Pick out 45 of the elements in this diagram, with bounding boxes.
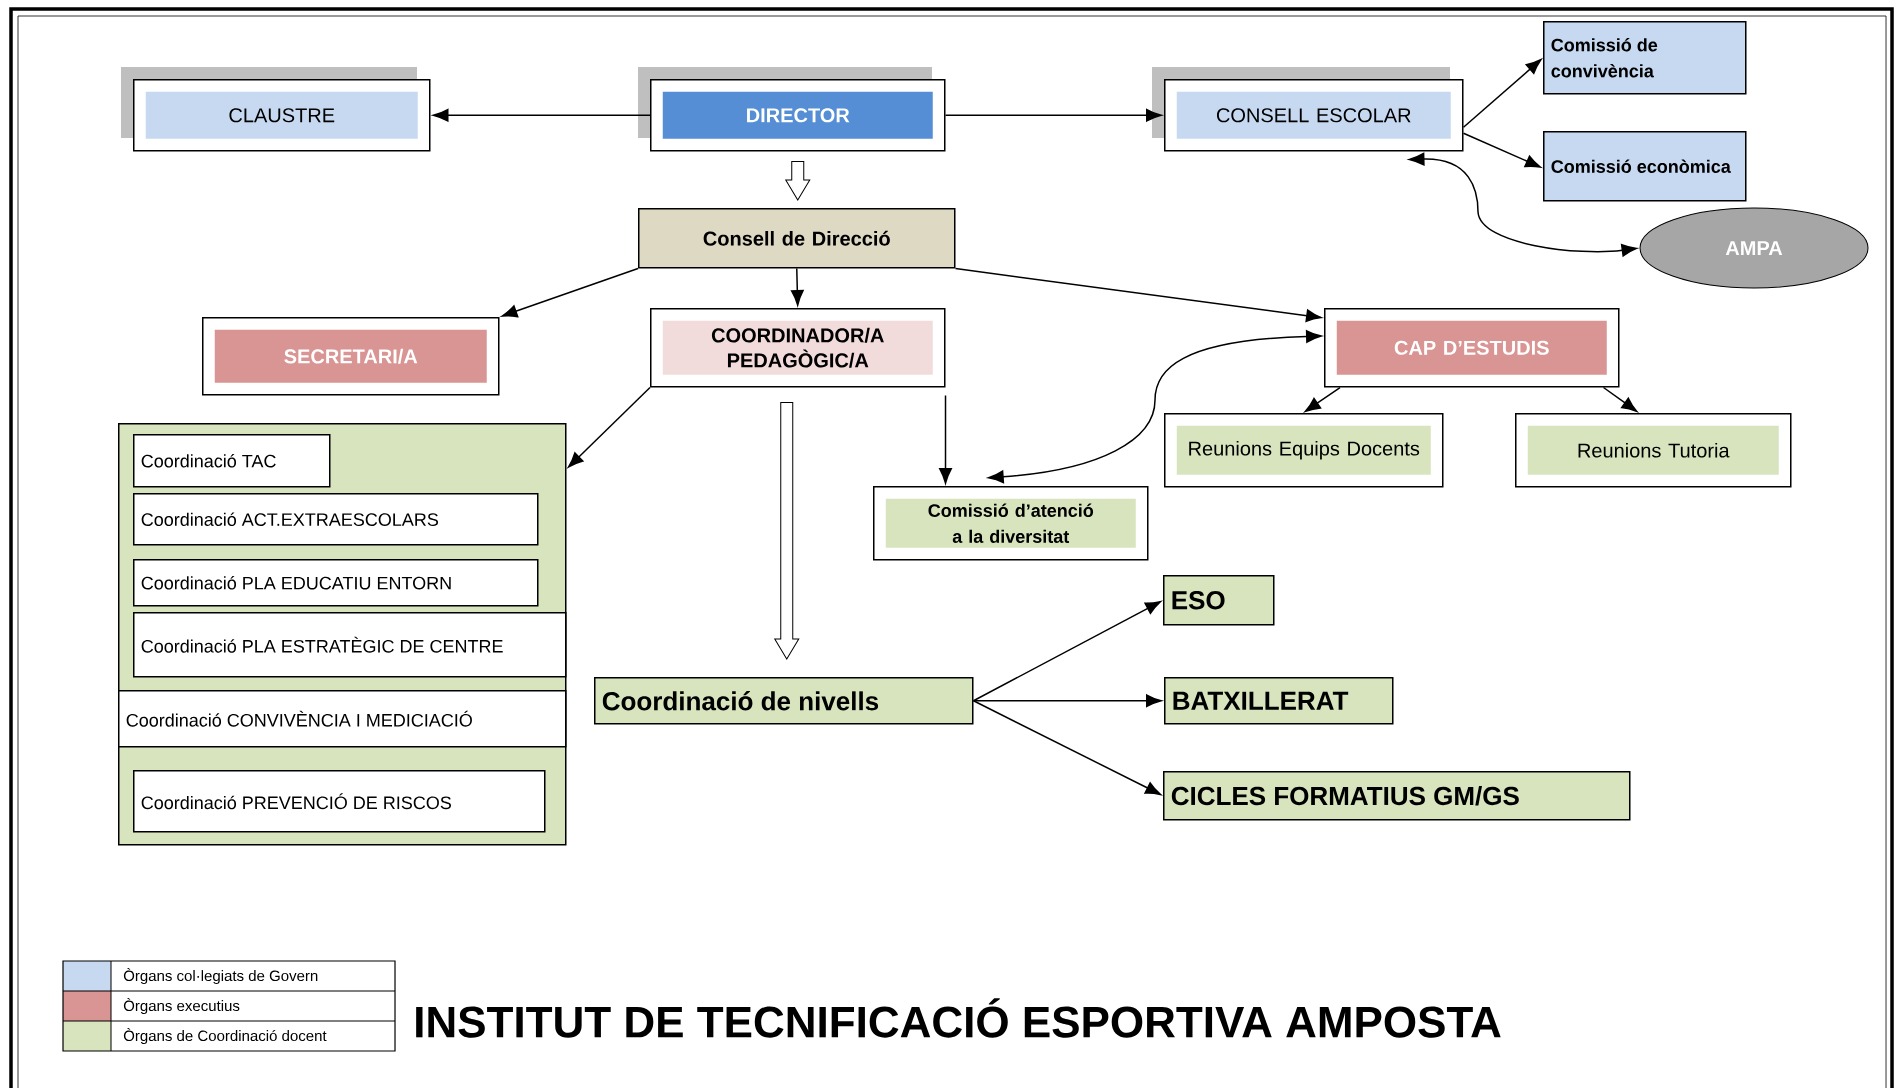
arrow bbox=[954, 267, 1322, 323]
arrow bbox=[939, 394, 952, 484]
coordination-box: Coordinació PLA EDUCATIU ENTORN bbox=[133, 559, 539, 607]
governing-box: CONSELL ESCOLAR bbox=[1152, 67, 1464, 152]
coordination-box: Coordinació TAC bbox=[133, 434, 331, 488]
director-box: DIRECTOR bbox=[638, 67, 946, 152]
executive-box: CAP D’ESTUDIS bbox=[1324, 308, 1620, 388]
level-box: CICLES FORMATIUS GM/GS bbox=[1163, 771, 1631, 821]
legend-label: Òrgans executius bbox=[123, 997, 240, 1015]
arrow bbox=[1602, 386, 1638, 412]
arrow bbox=[501, 267, 639, 318]
coordination-box: Coordinació PLA ESTRATÈGIC DE CENTRE bbox=[133, 612, 567, 678]
block-arrow bbox=[774, 402, 800, 660]
governing-box: CLAUSTRE bbox=[121, 67, 431, 152]
meeting-box: Reunions Tutoria bbox=[1515, 413, 1792, 488]
coordination-box: Coordinació ACT.EXTRAESCOLARS bbox=[133, 493, 539, 546]
arrow bbox=[1304, 386, 1341, 413]
arrow bbox=[972, 700, 1162, 796]
level-box: ESO bbox=[1163, 575, 1275, 626]
level-box: BATXILLERAT bbox=[1164, 677, 1394, 725]
legend-label: Òrgans de Coordinació docent bbox=[123, 1027, 327, 1045]
arrow bbox=[1408, 152, 1638, 257]
coordination-box: Coordinació PREVENCIÓ DE RISCOS bbox=[133, 770, 546, 833]
arrow bbox=[972, 694, 1162, 708]
arrow bbox=[567, 386, 651, 468]
ellipse-node: AMPA bbox=[1639, 207, 1869, 289]
arrow bbox=[944, 108, 1162, 122]
arrow bbox=[432, 108, 651, 122]
level-box: Coordinació de nivells bbox=[594, 677, 974, 725]
executive-box: COORDINADOR/A PEDAGÒGIC/A bbox=[650, 308, 946, 388]
meeting-box: Reunions Equips Docents bbox=[1164, 413, 1444, 488]
block-arrow bbox=[785, 161, 811, 201]
committee-box: Comissió econòmica bbox=[1543, 131, 1747, 202]
committee-box: Comissió d’atenció a la diversitat bbox=[873, 486, 1149, 561]
executive-box: SECRETARI/A bbox=[202, 317, 500, 396]
arrow bbox=[988, 330, 1322, 484]
arrow bbox=[1462, 58, 1542, 128]
coordination-band: Coordinació CONVIVÈNCIA I MEDICIACIÓ bbox=[118, 690, 567, 748]
process-box: Consell de Direcció bbox=[638, 208, 956, 269]
committee-box: Comissió de convivència bbox=[1543, 21, 1747, 95]
arrow bbox=[1462, 132, 1542, 168]
legend-label: Òrgans col·legiats de Govern bbox=[123, 967, 318, 985]
arrow bbox=[972, 600, 1162, 702]
title: INSTITUT DE TECNIFICACIÓ ESPORTIVA AMPOSTA bbox=[416, 998, 1501, 1038]
arrow bbox=[790, 267, 804, 306]
